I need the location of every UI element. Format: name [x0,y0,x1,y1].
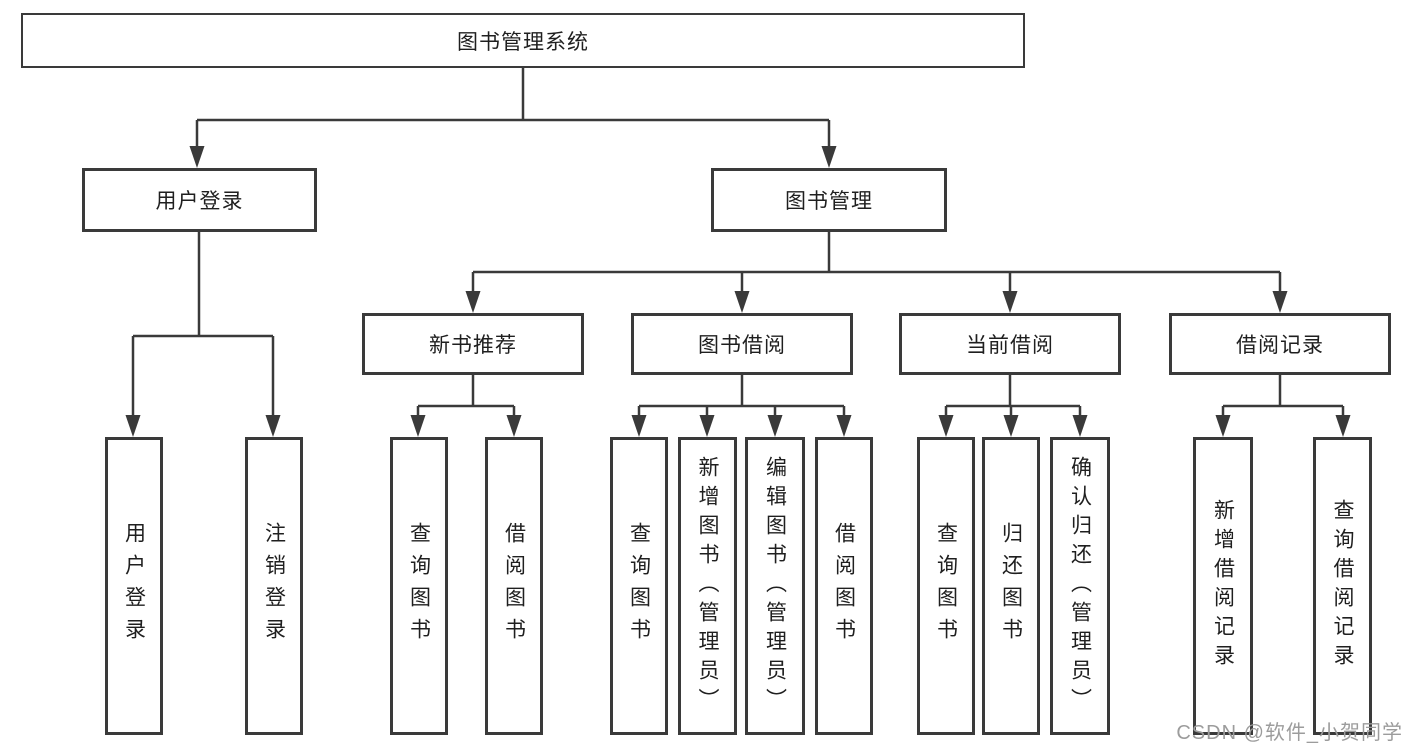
node-new-book-recommend: 新书推荐 [362,313,584,375]
node-label: 图书管理 [785,190,873,213]
leaf-label: 查询图书 [627,522,651,650]
leaf-borrow-books-borrowing: 借阅图书 [815,437,873,735]
node-library-management-system: 图书管理系统 [21,13,1025,68]
node-label: 图书管理系统 [457,30,589,54]
leaf-label: 借阅图书 [502,522,526,650]
leaf-add-borrow-record: 新增借阅记录 [1193,437,1253,735]
leaf-label: 新增图书（管理员） [696,455,719,717]
leaf-label: 编辑图书（管理员） [763,455,787,717]
leaf-label: 注销登录 [262,522,286,650]
leaf-label: 用户登录 [122,522,146,650]
leaf-query-books-current: 查询图书 [917,437,975,735]
leaf-query-books-recommend: 查询图书 [390,437,448,735]
leaf-add-books-admin: 新增图书（管理员） [678,437,737,735]
node-label: 借阅记录 [1236,334,1324,357]
node-label: 当前借阅 [966,334,1054,357]
leaf-query-borrow-record: 查询借阅记录 [1313,437,1372,735]
leaf-label: 归还图书 [999,522,1023,650]
leaf-label: 确认归还（管理员） [1068,455,1092,717]
leaf-label: 借阅图书 [832,522,856,650]
leaf-return-books: 归还图书 [982,437,1040,735]
leaf-logout: 注销登录 [245,437,303,735]
leaf-label: 新增借阅记录 [1211,499,1235,673]
leaf-label: 查询图书 [934,522,958,650]
leaf-label: 查询图书 [407,522,431,650]
leaf-confirm-return-admin: 确认归还（管理员） [1050,437,1110,735]
node-label: 新书推荐 [429,334,517,357]
leaf-borrow-books-recommend: 借阅图书 [485,437,543,735]
csdn-watermark: CSDN @软件_小贺同学 [1176,722,1403,744]
node-user-login: 用户登录 [82,168,317,232]
node-book-borrowing: 图书借阅 [631,313,853,375]
leaf-edit-books-admin: 编辑图书（管理员） [745,437,805,735]
node-label: 用户登录 [155,190,244,213]
node-borrowing-records: 借阅记录 [1169,313,1391,375]
node-label: 图书借阅 [698,334,786,357]
node-book-management: 图书管理 [711,168,947,232]
leaf-user-login: 用户登录 [105,437,163,735]
leaf-query-books-borrowing: 查询图书 [610,437,668,735]
leaf-label: 查询借阅记录 [1331,499,1354,673]
node-current-borrowing: 当前借阅 [899,313,1121,375]
